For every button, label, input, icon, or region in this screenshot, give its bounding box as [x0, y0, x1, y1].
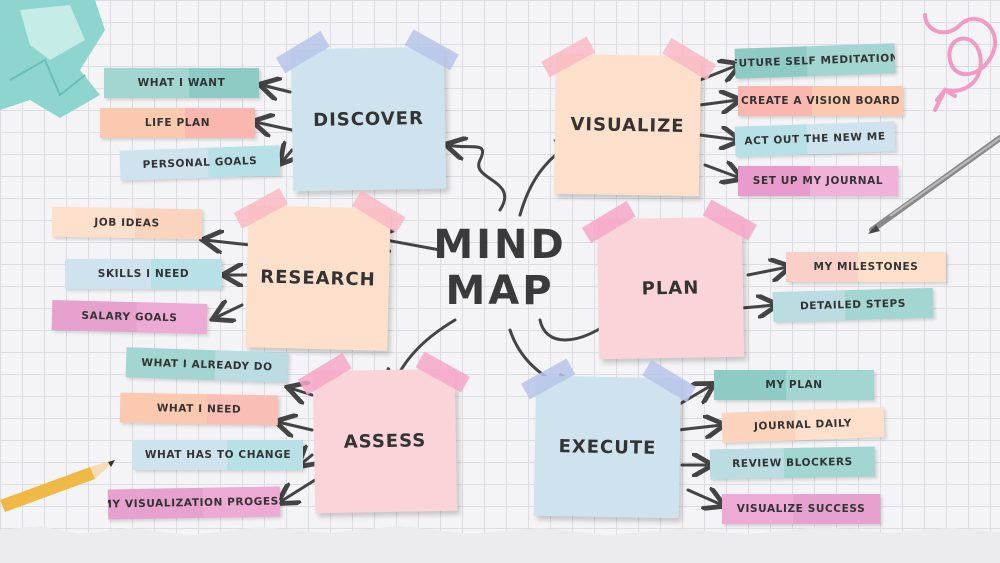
strip-research-2[interactable]: SKILLS I NEED [65, 259, 222, 289]
strip-visualize-4-label: SET UP MY JOURNAL [752, 175, 884, 187]
strip-research-2-label: SKILLS I NEED [97, 268, 190, 280]
note-visualize-label: VISUALIZE [570, 113, 685, 137]
strip-execute-3-label: REVIEW BLOCKERS [732, 455, 853, 471]
strip-execute-1-label: MY PLAN [765, 379, 823, 391]
note-assess[interactable]: ASSESS [297, 351, 470, 514]
note-plan[interactable]: PLAN [581, 199, 757, 360]
strip-discover-3[interactable]: PERSONAL GOALS [119, 145, 281, 181]
strip-discover-1[interactable]: WHAT I WANT [104, 68, 259, 98]
strip-execute-4[interactable]: VISUALIZE SUCCESS [722, 494, 880, 524]
strip-band [738, 166, 810, 196]
strip-execute-1[interactable]: MY PLAN [714, 370, 874, 400]
crumpled-paper-decoration [0, 0, 105, 118]
strip-plan-2[interactable]: DETAILED STEPS [772, 287, 934, 323]
note-execute[interactable]: EXECUTE [521, 358, 697, 519]
strip-band [722, 494, 794, 524]
strip-assess-4[interactable]: MY VISUALIZATION PROGESS [107, 486, 281, 520]
strip-discover-2[interactable]: LIFE PLAN [100, 108, 255, 138]
strip-execute-4-label: VISUALIZE SUCCESS [736, 503, 866, 515]
strip-visualize-4[interactable]: SET UP MY JOURNAL [738, 166, 898, 196]
note-discover[interactable]: DISCOVER [275, 29, 459, 192]
strip-band [189, 68, 259, 98]
strip-research-3[interactable]: SALARY GOALS [51, 299, 208, 335]
note-visualize[interactable]: VISUALIZE [541, 36, 717, 197]
strip-visualize-2-label: CREATE A VISION BOARD [740, 95, 901, 107]
strip-research-1[interactable]: JOB IDEAS [51, 206, 203, 240]
strip-assess-3[interactable]: WHAT HAS TO CHANGE [133, 440, 303, 470]
pencil-decoration [0, 460, 115, 512]
note-research[interactable]: RESEARCH [233, 188, 406, 351]
strip-execute-2-label: JOURNAL DAILY [753, 417, 853, 433]
strip-band [786, 252, 858, 282]
strip-band [738, 86, 813, 116]
strip-band [185, 108, 255, 138]
strip-assess-1[interactable]: WHAT I ALREADY DO [125, 347, 289, 383]
strip-plan-2-label: DETAILED STEPS [799, 297, 907, 313]
strip-band [226, 440, 303, 470]
strip-research-3-label: SALARY GOALS [81, 309, 178, 325]
strip-visualize-1[interactable]: FUTURE SELF MEDITATION [734, 43, 896, 79]
spiral-doodle-decoration [923, 13, 998, 112]
strip-discover-2-label: LIFE PLAN [144, 117, 211, 129]
torn-paper-bottom [0, 526, 1000, 563]
strip-plan-1-label: MY MILESTONES [813, 261, 919, 273]
mind-map-title: MIND MAP [430, 222, 570, 314]
strip-assess-3-label: WHAT HAS TO CHANGE [144, 449, 292, 461]
strip-discover-1-label: WHAT I WANT [137, 77, 226, 89]
strip-research-1-label: JOB IDEAS [94, 216, 160, 230]
title-line-1: MIND [433, 222, 567, 268]
strip-assess-2[interactable]: WHAT I NEED [119, 392, 279, 426]
strip-visualize-2[interactable]: CREATE A VISION BOARD [738, 86, 903, 116]
note-execute-label: EXECUTE [558, 435, 657, 459]
strip-band [714, 370, 786, 400]
strip-assess-2-label: WHAT I NEED [156, 402, 242, 416]
strip-visualize-3[interactable]: ACT OUT THE NEW ME [734, 121, 896, 157]
strip-plan-1[interactable]: MY MILESTONES [786, 252, 946, 282]
note-assess-label: ASSESS [343, 429, 427, 453]
strip-band [151, 259, 222, 289]
note-research-label: RESEARCH [259, 265, 376, 291]
note-discover-label: DISCOVER [312, 107, 425, 131]
pen-decoration [868, 135, 1000, 234]
strip-execute-2[interactable]: JOURNAL DAILY [721, 407, 885, 443]
title-line-2: MAP [445, 268, 555, 314]
strip-execute-3[interactable]: REVIEW BLOCKERS [709, 446, 876, 480]
note-plan-label: PLAN [641, 276, 700, 300]
